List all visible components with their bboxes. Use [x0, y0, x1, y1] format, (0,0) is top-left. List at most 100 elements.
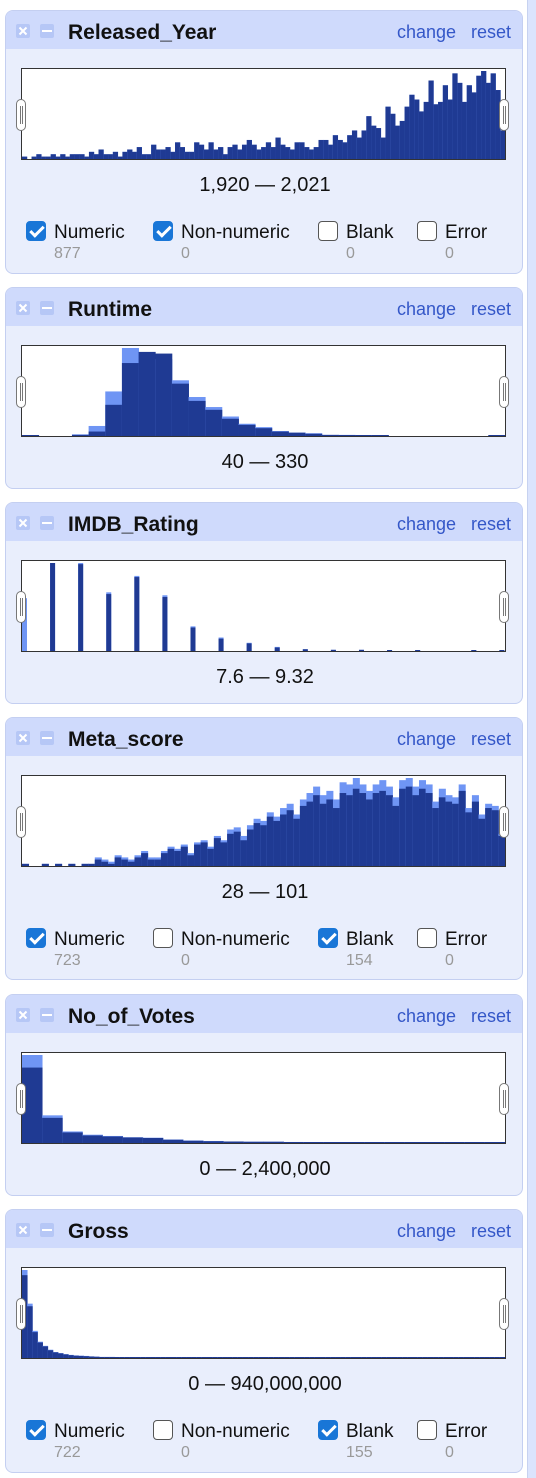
minimize-icon[interactable]	[40, 24, 54, 38]
histogram-bar-selected	[108, 863, 116, 866]
histogram-bar-selected	[344, 1142, 365, 1143]
range-handle-left[interactable]	[16, 1083, 26, 1115]
histogram-bar-selected	[134, 857, 142, 866]
histogram-bar-selected	[50, 154, 56, 159]
histogram-bar-selected	[101, 861, 109, 866]
range-handle-right[interactable]	[499, 1083, 509, 1115]
histogram-bar-selected	[424, 1142, 446, 1143]
range-handle-left[interactable]	[16, 99, 26, 131]
histogram-bar-selected	[138, 351, 156, 436]
checkbox[interactable]	[417, 928, 437, 948]
minimize-icon[interactable]	[40, 731, 54, 745]
histogram-bar-selected	[167, 848, 175, 866]
histogram-bar-selected	[313, 795, 321, 866]
histogram-bar-selected	[189, 151, 195, 159]
histogram-bar-selected	[27, 1306, 33, 1358]
range-handle-right[interactable]	[499, 376, 509, 408]
close-icon[interactable]	[16, 24, 30, 38]
reset-link[interactable]: reset	[471, 1221, 512, 1241]
checkbox[interactable]	[153, 928, 173, 948]
range-handle-left[interactable]	[16, 1298, 26, 1330]
checkbox[interactable]	[318, 1420, 338, 1440]
histogram-bar-selected	[380, 137, 386, 159]
range-handle-left[interactable]	[16, 376, 26, 408]
histogram-bar-selected	[99, 1356, 105, 1358]
histogram-bar-selected	[57, 1353, 64, 1358]
histogram-bar-selected	[47, 1350, 54, 1358]
minimize-icon[interactable]	[40, 301, 54, 315]
histogram-bar-selected	[263, 1357, 270, 1358]
histogram-bar-selected	[412, 1357, 419, 1358]
change-link[interactable]: change	[397, 22, 457, 42]
minimize-icon[interactable]	[40, 516, 54, 530]
choice-label: Error	[445, 222, 488, 243]
histogram[interactable]	[21, 68, 506, 160]
range-handle-right[interactable]	[499, 99, 509, 131]
histogram[interactable]	[21, 775, 506, 867]
histogram-bar-selected	[218, 638, 224, 651]
checkbox[interactable]	[26, 221, 46, 241]
histogram-bar-selected	[50, 563, 56, 651]
histogram-bar-selected	[466, 85, 472, 159]
histogram-bar-selected	[131, 151, 138, 159]
histogram-bar-selected	[285, 147, 291, 159]
close-icon[interactable]	[16, 1008, 30, 1022]
change-link[interactable]: change	[397, 729, 457, 749]
checkbox[interactable]	[26, 1420, 46, 1440]
change-link[interactable]: change	[397, 514, 457, 534]
change-link[interactable]: change	[397, 299, 457, 319]
histogram-bar-selected	[417, 1357, 424, 1358]
checkbox[interactable]	[417, 221, 437, 241]
checkbox[interactable]	[318, 928, 338, 948]
checkbox[interactable]	[26, 928, 46, 948]
histogram-bar-selected	[448, 1357, 455, 1358]
facet-header: Runtime change reset	[6, 288, 522, 326]
histogram-bar-selected	[121, 859, 129, 866]
histogram-bar-selected	[155, 1357, 162, 1358]
histogram-bar-selected	[355, 1357, 362, 1358]
histogram-bar-selected	[88, 1356, 95, 1358]
reset-link[interactable]: reset	[471, 299, 512, 319]
minimize-icon[interactable]	[40, 1223, 54, 1237]
histogram-bar-selected	[184, 151, 190, 159]
histogram-bar-selected	[325, 1357, 331, 1358]
checkbox[interactable]	[318, 221, 338, 241]
choice-count: 0	[181, 952, 190, 969]
histogram-bar-selected	[83, 1356, 90, 1358]
change-link[interactable]: change	[397, 1221, 457, 1241]
checkbox[interactable]	[153, 221, 173, 241]
histogram-bar-selected	[94, 859, 102, 866]
checkbox[interactable]	[153, 1420, 173, 1440]
range-handle-left[interactable]	[16, 806, 26, 838]
histogram-bar-selected	[160, 853, 168, 866]
histogram-bar-selected	[187, 855, 195, 866]
close-icon[interactable]	[16, 516, 30, 530]
reset-link[interactable]: reset	[471, 514, 512, 534]
reset-link[interactable]: reset	[471, 1006, 512, 1026]
scrollbar[interactable]	[527, 0, 536, 1478]
histogram[interactable]	[21, 1267, 506, 1359]
histogram[interactable]	[21, 560, 506, 652]
histogram[interactable]	[21, 1052, 506, 1144]
range-handle-right[interactable]	[499, 591, 509, 623]
reset-link[interactable]: reset	[471, 22, 512, 42]
range-handle-right[interactable]	[499, 1298, 509, 1330]
range-handle-left[interactable]	[16, 591, 26, 623]
histogram-bar-selected	[484, 1357, 490, 1358]
change-link[interactable]: change	[397, 1006, 457, 1026]
histogram-bar-selected	[52, 1352, 59, 1358]
range-handle-right[interactable]	[499, 806, 509, 838]
minimize-icon[interactable]	[40, 1008, 54, 1022]
checkbox[interactable]	[417, 1420, 437, 1440]
histogram-bar-selected	[395, 125, 401, 159]
histogram-bar-selected	[237, 1357, 244, 1358]
histogram-bar-selected	[222, 154, 229, 159]
histogram-bar-selected	[37, 1342, 43, 1358]
histogram[interactable]	[21, 345, 506, 437]
close-icon[interactable]	[16, 301, 30, 315]
close-icon[interactable]	[16, 1223, 30, 1237]
close-icon[interactable]	[16, 731, 30, 745]
reset-link[interactable]: reset	[471, 729, 512, 749]
histogram-bar-selected	[405, 786, 413, 866]
histogram-bar-selected	[463, 1357, 470, 1358]
